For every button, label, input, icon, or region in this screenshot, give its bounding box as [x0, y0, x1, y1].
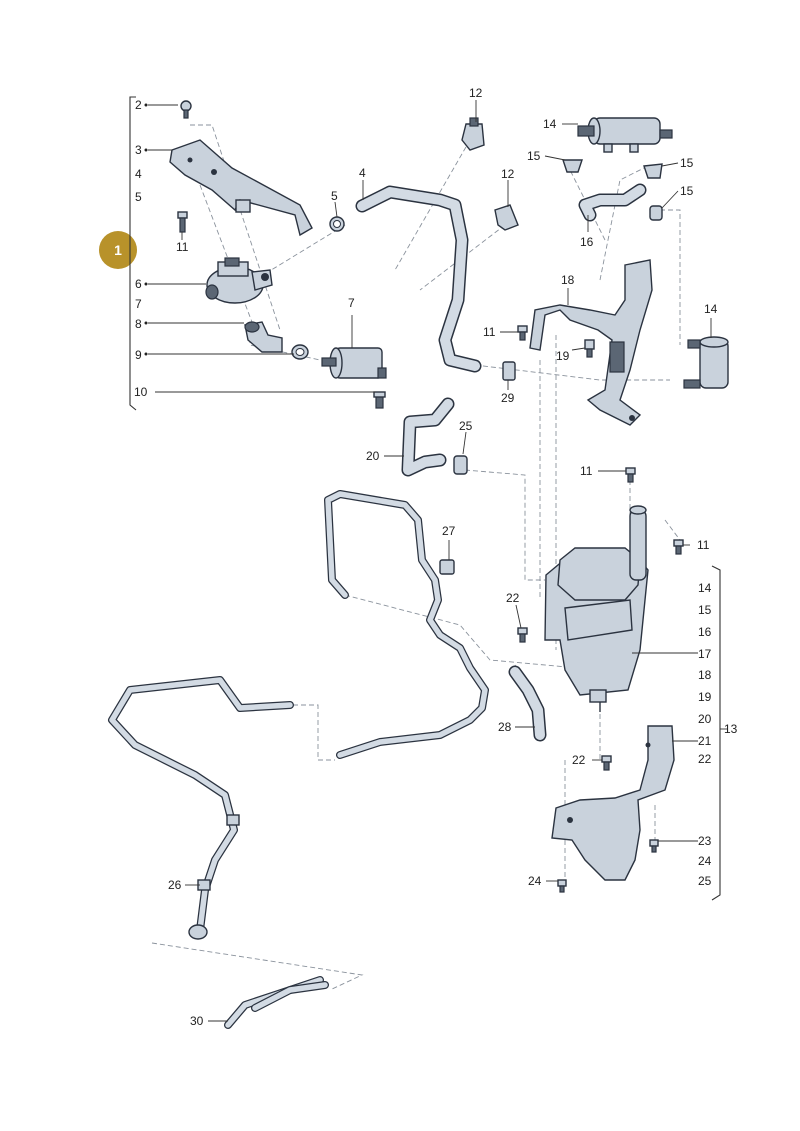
label-right-14: 14: [698, 581, 712, 595]
label-14-top: 14: [543, 117, 557, 131]
shield-icon: [551, 725, 675, 881]
label-left-7: 7: [135, 297, 142, 311]
left-group-labels: 2 3 4 5 11 6 7 8 9 10: [134, 98, 189, 399]
label-20: 20: [366, 449, 380, 463]
label-left-5: 5: [135, 190, 142, 204]
label-right-17: 17: [698, 647, 712, 661]
label-left-4: 4: [135, 167, 142, 181]
label-11-far-right: 11: [697, 538, 710, 552]
label-right-18: 18: [698, 668, 712, 682]
label-11-right: 11: [580, 464, 593, 478]
reservoir-icon: [544, 505, 649, 712]
bolt-19: [584, 339, 595, 358]
leaders: [148, 100, 712, 1022]
long-hose-26: [108, 676, 294, 940]
bolt-11-left: [177, 211, 188, 233]
clamp-29: [502, 361, 516, 381]
badge-circle: [99, 231, 137, 269]
mount-bracket-18: [529, 259, 653, 426]
elbow-fitting-8: [244, 321, 283, 353]
badge: 1: [99, 231, 137, 269]
label-15-right: 15: [680, 156, 694, 170]
label-4: 4: [359, 166, 366, 180]
label-22-lower: 22: [572, 753, 586, 767]
top-right-labels: 14 15 15 15 16 14 11: [527, 117, 718, 552]
label-29: 29: [501, 391, 515, 405]
label-27: 27: [442, 524, 456, 538]
label-26: 26: [168, 878, 182, 892]
fitting-15-right: [643, 163, 663, 179]
label-15-left: 15: [527, 149, 541, 163]
bolt-10: [373, 391, 386, 409]
label-left-11: 11: [176, 240, 189, 254]
clamp-12-top: [461, 117, 485, 151]
clamp-27: [439, 559, 455, 575]
label-7: 7: [348, 296, 355, 310]
label-30: 30: [190, 1014, 204, 1028]
bolt-22-upper: [517, 627, 528, 643]
clamp-icon: [291, 344, 309, 360]
hose-30: [224, 976, 329, 1029]
clamp-25: [453, 455, 468, 475]
label-left-8: 8: [135, 317, 142, 331]
label-25: 25: [459, 419, 473, 433]
hose-icon: [355, 185, 482, 373]
label-left-3: 3: [135, 143, 142, 157]
label-24-side: 24: [528, 874, 542, 888]
bolt-11-center: [517, 325, 528, 341]
label-12-top: 12: [469, 86, 483, 100]
label-right-20: 20: [698, 712, 712, 726]
label-14-right: 14: [704, 302, 718, 316]
label-right-23: 23: [698, 834, 712, 848]
bolt-22-lower: [601, 755, 612, 771]
right-group-labels: 14 15 16 17 18 19 20 21 22 23 24 25 13: [698, 581, 738, 888]
filter-icon: [321, 347, 387, 379]
label-19: 19: [556, 349, 570, 363]
label-22-upper: 22: [506, 591, 520, 605]
hose-28: [508, 665, 547, 742]
bolt-23: [649, 839, 659, 853]
badge-label: 1: [114, 242, 122, 258]
label-28: 28: [498, 720, 512, 734]
bracket-icon: [169, 139, 313, 237]
clamp-12-mid: [494, 204, 519, 231]
bolt-11-right-a: [625, 467, 636, 483]
clamp-15-lower: [649, 205, 663, 221]
label-right-21: 21: [698, 734, 712, 748]
hose-16: [578, 183, 647, 222]
label-left-6: 6: [135, 277, 142, 291]
valve-icon: [577, 117, 673, 153]
label-right-22: 22: [698, 752, 712, 766]
label-group-13: 13: [724, 722, 738, 736]
left-group-bracket: [129, 96, 137, 411]
clamp-5-center: [329, 216, 345, 232]
label-12-mid: 12: [501, 167, 515, 181]
label-right-16: 16: [698, 625, 712, 639]
label-right-15: 15: [698, 603, 712, 617]
right-group-bracket: [711, 565, 728, 901]
long-hose-upper: [324, 490, 489, 759]
fitting-15-left: [562, 159, 583, 173]
label-11-center: 11: [483, 325, 496, 339]
valve-14-right: [683, 336, 729, 389]
center-labels: 4 5 7 12 12 20 25 27 29 18 19 11 11 22 2…: [168, 86, 593, 1028]
label-left-2: 2: [135, 98, 142, 112]
bolt-11-right-b: [673, 539, 684, 555]
label-right-25: 25: [698, 874, 712, 888]
label-18: 18: [561, 273, 575, 287]
label-16: 16: [580, 235, 594, 249]
hose-20: [401, 397, 455, 477]
label-left-9: 9: [135, 348, 142, 362]
bolt-24: [557, 879, 567, 893]
bolt-2: [180, 100, 192, 119]
pump-icon: [205, 257, 273, 304]
label-left-10: 10: [134, 385, 148, 399]
label-right-24: 24: [698, 854, 712, 868]
label-15-lower: 15: [680, 184, 694, 198]
label-5: 5: [331, 189, 338, 203]
label-right-19: 19: [698, 690, 712, 704]
